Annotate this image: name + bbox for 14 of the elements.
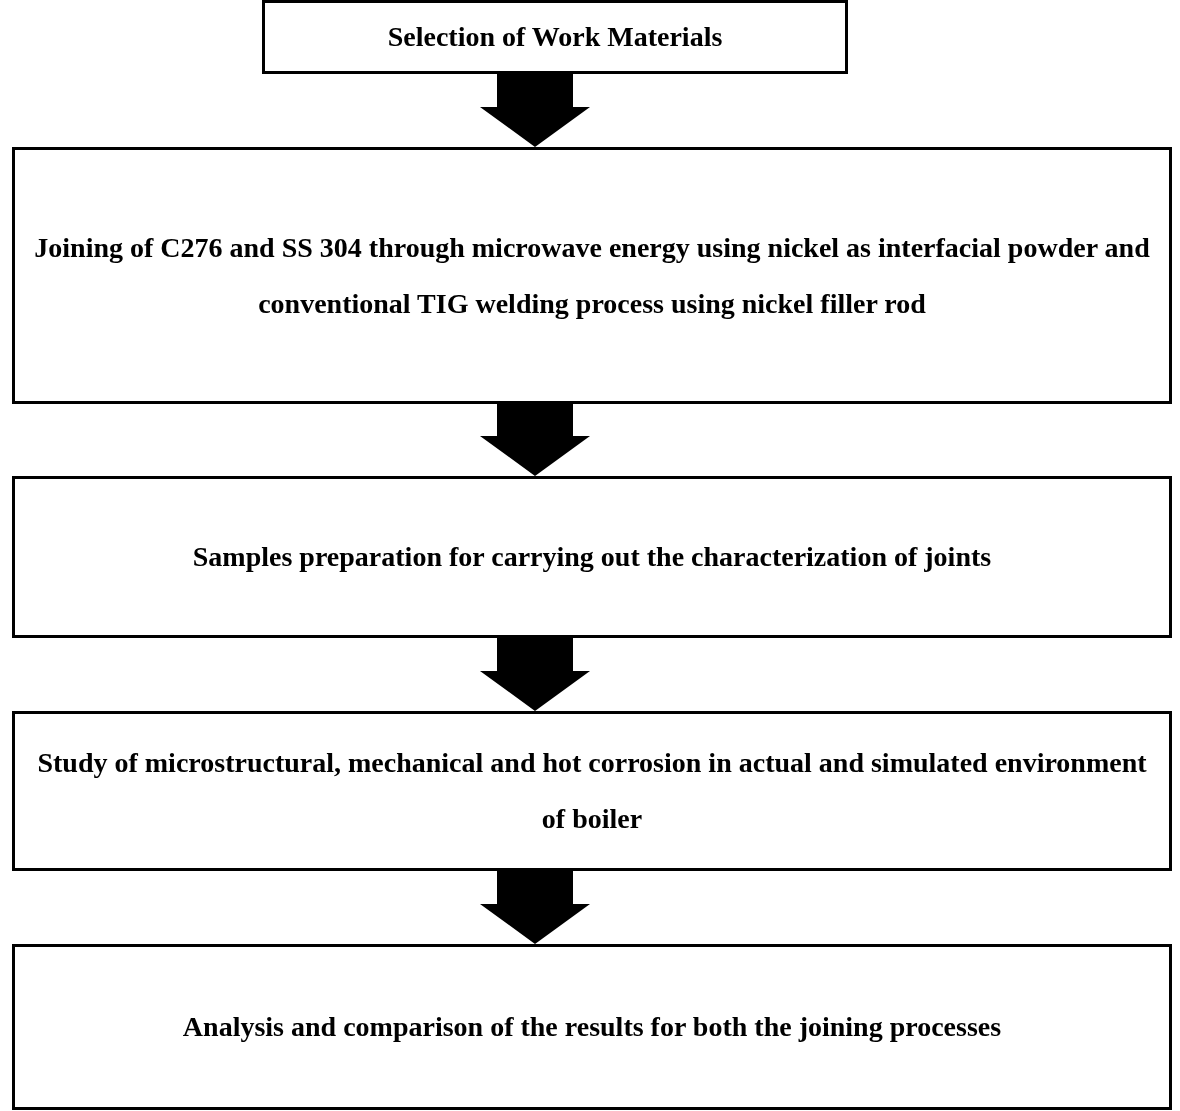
step-text: Analysis and comparison of the results for both the joining processes: [182, 1010, 1002, 1044]
step-text: Joining of C276 and SS 304 through microwave energy using nickel as interfacial powder and conventional TIG welding process using nickel filler rod: [33, 230, 1151, 321]
process-box: [12, 147, 1172, 404]
block-arrow: [480, 404, 590, 476]
process-box: [262, 0, 848, 74]
block-arrow: [480, 74, 590, 147]
block-arrow: [480, 871, 590, 944]
step-text: Study of microstructural, mechanical and hot corrosion in actual and simulated environment of boiler: [36, 746, 1148, 836]
step-text: Selection of Work Materials: [387, 20, 723, 54]
step-text: Samples preparation for carrying out the characterization of joints: [192, 540, 992, 574]
block-arrow: [480, 638, 590, 711]
process-box: [12, 476, 1172, 638]
process-box: [12, 711, 1172, 871]
process-box: [12, 944, 1172, 1110]
